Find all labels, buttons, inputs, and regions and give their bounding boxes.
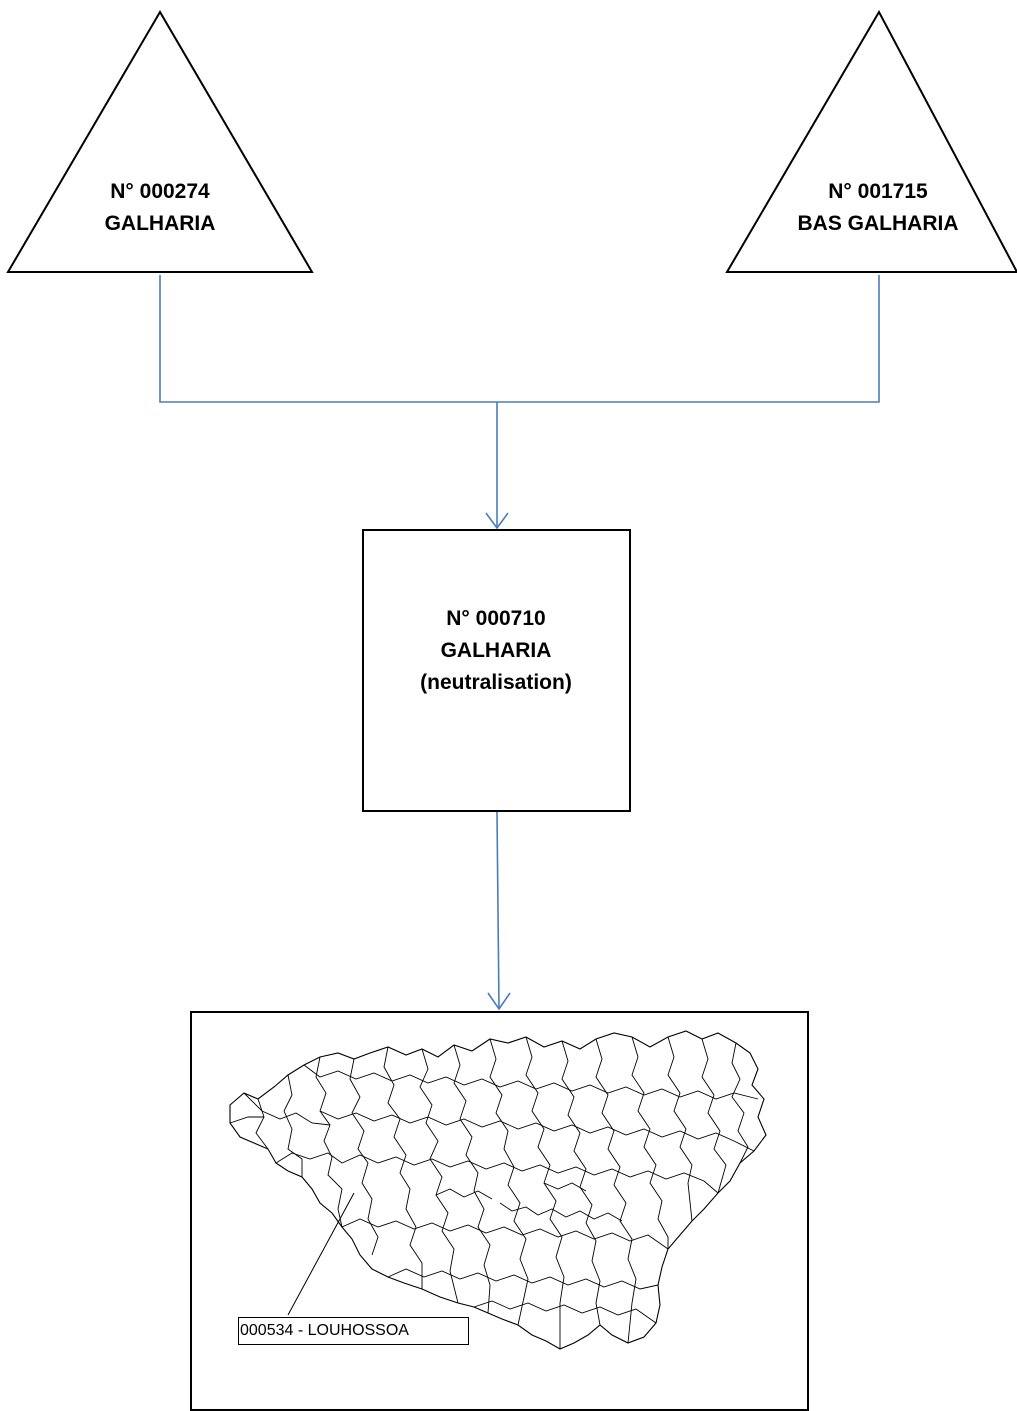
- connector-right: [497, 275, 880, 403]
- map-callout-label: 000534 - LOUHOSSOA: [238, 1317, 469, 1345]
- callout-leader-line: [287, 1192, 355, 1316]
- triangle-right-line-1: N° 001715: [828, 180, 928, 203]
- map-frame: 000534 - LOUHOSSOA: [190, 1011, 809, 1411]
- rectangle-line-3: (neutralisation): [420, 671, 572, 694]
- arrowhead-map: [487, 992, 511, 1011]
- triangle-node-right: [725, 9, 1017, 273]
- rectangle-node-center: [362, 529, 631, 812]
- triangle-left-line-1: N° 000274: [110, 180, 210, 203]
- connector-rect-to-map: [496, 811, 500, 1010]
- triangle-right-label: N° 001715 BAS GALHARIA: [778, 176, 978, 240]
- triangle-left-line-2: GALHARIA: [104, 212, 216, 235]
- arrowhead-rect: [485, 512, 509, 530]
- triangle-node-left: [6, 10, 314, 273]
- commune-boundaries: [229, 1036, 759, 1349]
- triangle-left-label: N° 000274 GALHARIA: [60, 176, 260, 240]
- rectangle-line-1: N° 000710: [446, 607, 546, 630]
- connector-left: [159, 275, 497, 403]
- rectangle-center-label: N° 000710 GALHARIA (neutralisation): [362, 603, 630, 699]
- connector-lines: [159, 275, 880, 1011]
- commune-map: [229, 1030, 767, 1350]
- triangle-right-line-2: BAS GALHARIA: [797, 212, 959, 235]
- map-outline: [229, 1030, 767, 1350]
- rectangle-line-2: GALHARIA: [440, 639, 552, 662]
